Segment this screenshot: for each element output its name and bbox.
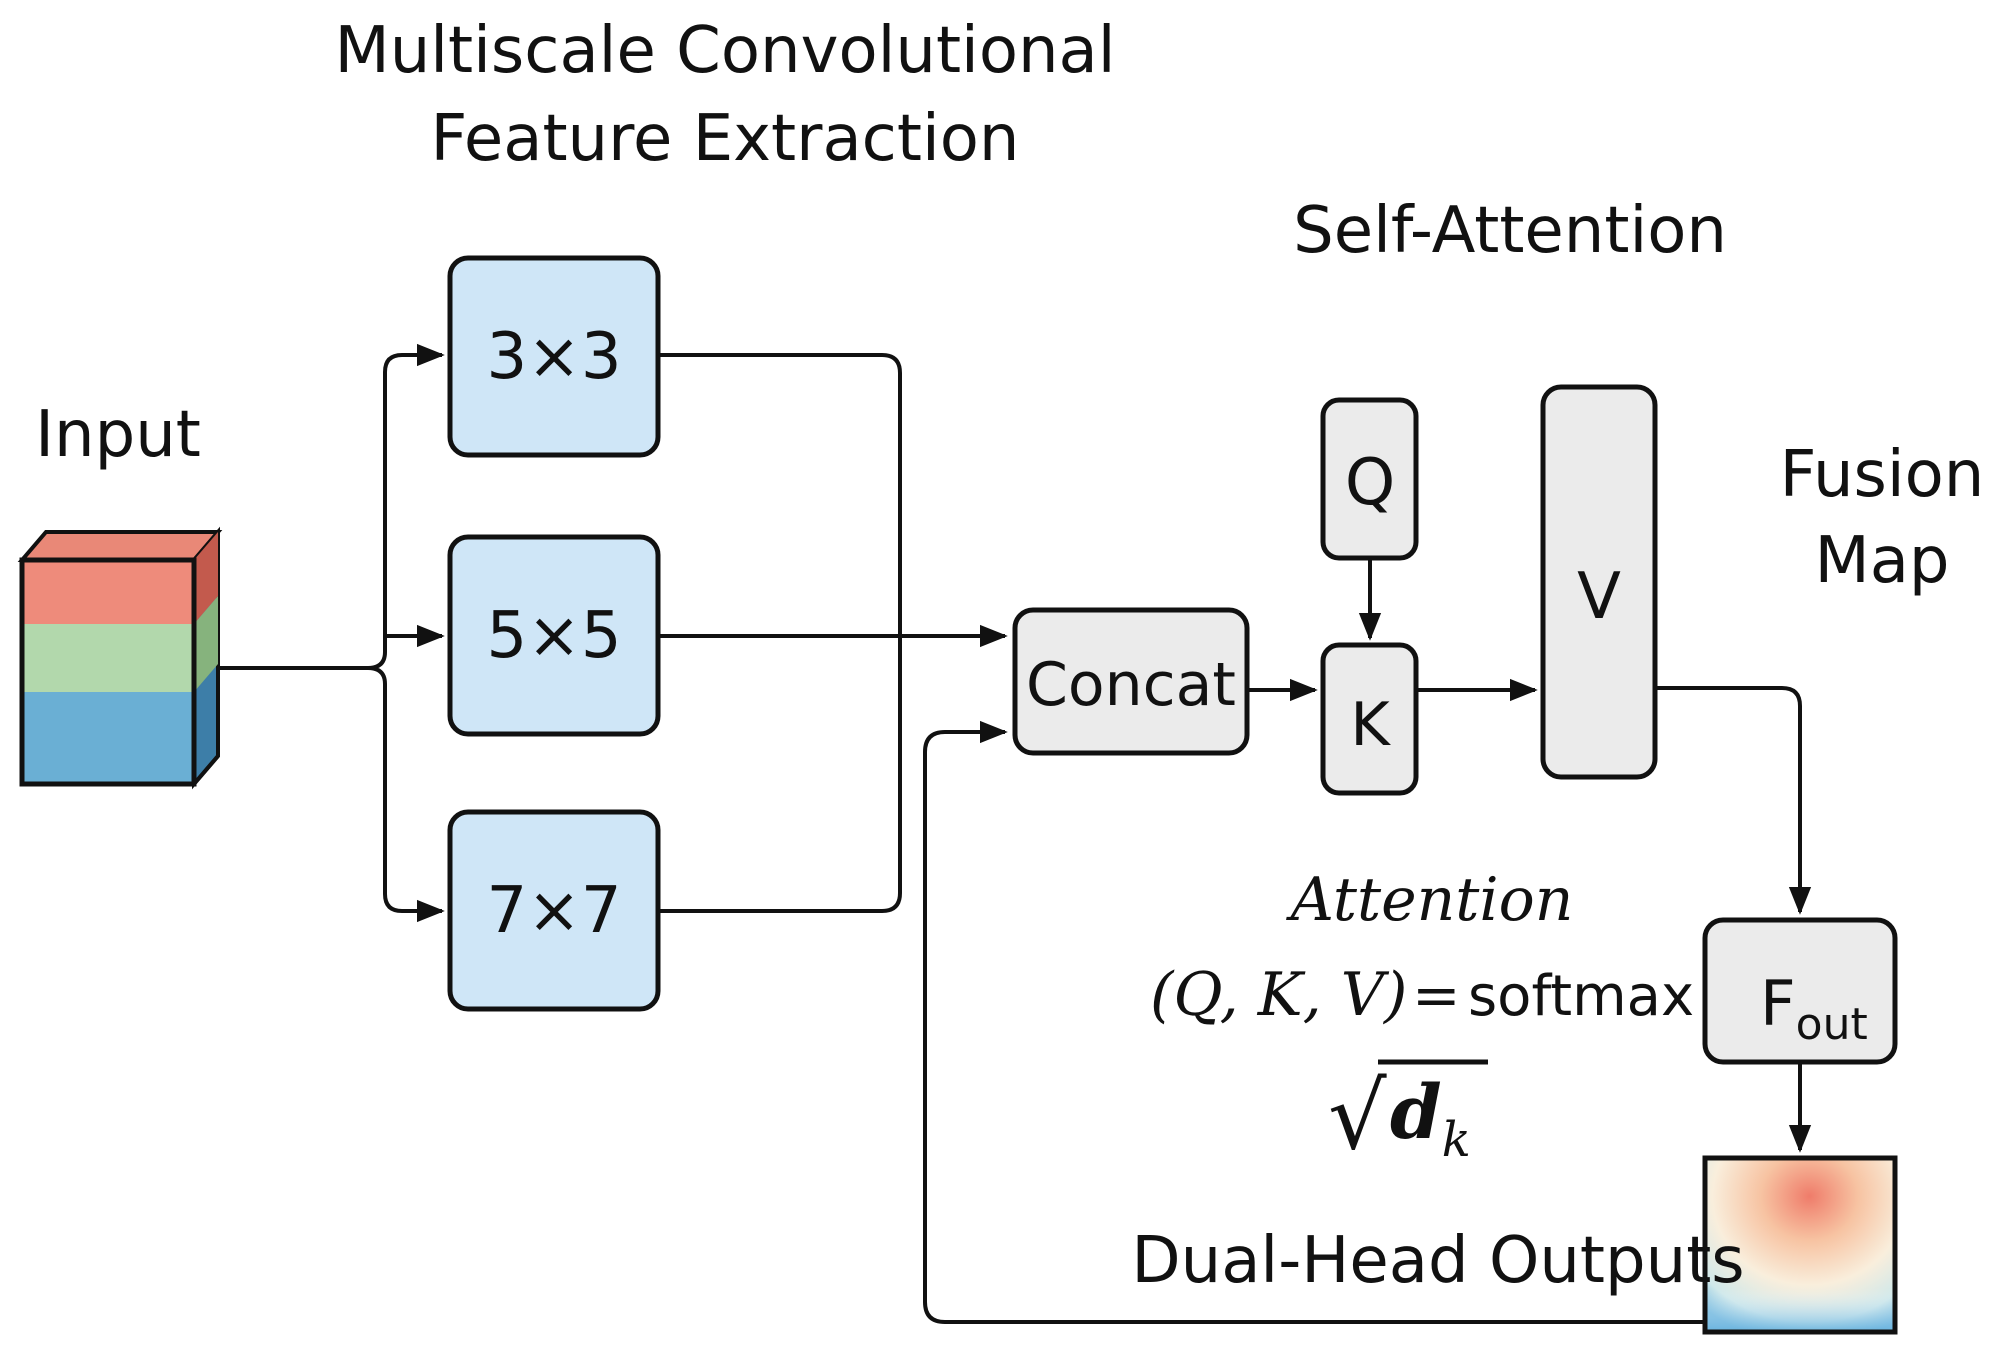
input-cube-front-outline (19, 557, 197, 787)
kernel-merge-connectors (658, 353, 1008, 913)
formula-sqrt-sign: √ (1328, 1063, 1387, 1170)
attention-formula: Attention (Q, K, V) = softmax √ dk (1150, 865, 1694, 1170)
input-cube-red-band (22, 560, 194, 624)
kernel-3x3-label: 3×3 (486, 320, 621, 394)
dual-head-heatmap (1702, 1155, 1898, 1335)
dual-head-title: Dual-Head Outputs (1131, 1224, 1744, 1298)
kernel-7x7-block: 7×7 (447, 809, 661, 1012)
fusion-title-line1: Fusion (1780, 438, 1985, 512)
multiscale-title-line1: Multiscale Convolutional (334, 14, 1115, 88)
formula-args: (Q, K, V) (1150, 960, 1407, 1030)
feedback-connector (923, 720, 1705, 1324)
input-cube-green-band (22, 624, 194, 692)
value-label: V (1577, 560, 1621, 634)
formula-softmax: softmax (1468, 964, 1694, 1029)
kernel-3x3-block: 3×3 (447, 255, 661, 458)
formula-k-subscript: k (1442, 1112, 1471, 1168)
formula-dk: dk (1390, 1070, 1471, 1168)
kernel-5x5-block: 5×5 (447, 534, 661, 737)
formula-equals: = (1412, 961, 1461, 1029)
v-to-fout-connector (1655, 686, 1812, 915)
fusion-output-label: Fout (1760, 967, 1868, 1050)
fusion-output-block: Fout (1702, 917, 1898, 1065)
fusion-output-subscript: out (1796, 999, 1868, 1050)
fusion-title-line2: Map (1814, 524, 1949, 598)
formula-word: Attention (1286, 865, 1574, 935)
input-cube-top-face (17, 530, 223, 562)
fusion-output-main: F (1760, 967, 1796, 1040)
key-label: K (1350, 690, 1391, 760)
value-block: V (1540, 384, 1658, 780)
concat-label: Concat (1026, 650, 1236, 720)
multiscale-title-line2: Feature Extraction (431, 102, 1020, 176)
concat-block: Concat (1012, 607, 1250, 756)
key-block: K (1320, 642, 1419, 796)
input-cube-blue-band (22, 692, 194, 784)
kernel-5x5-label: 5×5 (486, 599, 621, 673)
query-label: Q (1345, 446, 1395, 520)
kernel-7x7-label: 7×7 (486, 874, 621, 948)
input-tensor-cube (17, 526, 223, 790)
formula-d: d (1390, 1070, 1442, 1156)
input-branch-connectors (218, 343, 445, 923)
self-attention-title: Self-Attention (1293, 194, 1727, 268)
query-block: Q (1320, 397, 1419, 561)
input-title: Input (35, 398, 201, 472)
